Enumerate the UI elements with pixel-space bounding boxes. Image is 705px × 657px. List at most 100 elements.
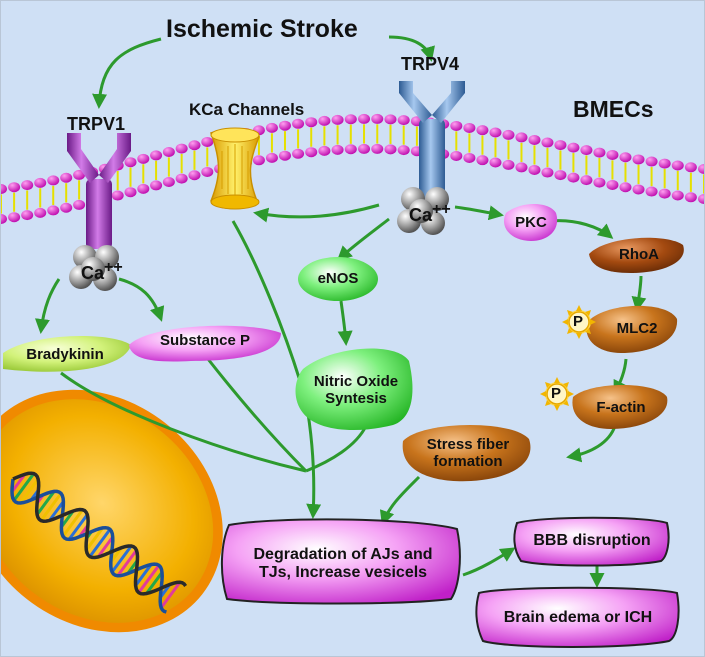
dna-rung bbox=[85, 527, 104, 551]
lipid-head bbox=[515, 132, 528, 143]
trpv4-receptor bbox=[399, 81, 465, 199]
lipid-head bbox=[528, 134, 541, 145]
lipid-head bbox=[593, 177, 606, 188]
dna-rung bbox=[134, 563, 153, 587]
arrow-ca-to-enos bbox=[336, 217, 390, 262]
lipid-head bbox=[476, 155, 489, 166]
lipid-head bbox=[358, 143, 371, 154]
lipid-head bbox=[698, 164, 704, 174]
stress-fiber-line2: formation bbox=[433, 453, 503, 470]
calcium-trpv1-label: Ca++ bbox=[81, 259, 123, 284]
lipid-head bbox=[632, 184, 645, 195]
lipid-head bbox=[671, 190, 684, 201]
bbb-shape bbox=[513, 516, 670, 567]
lipid-head bbox=[150, 150, 163, 161]
lipid-head bbox=[188, 170, 201, 181]
lipid-head bbox=[111, 190, 124, 201]
dna-strand bbox=[12, 471, 188, 596]
lipid-head bbox=[658, 188, 671, 199]
lipid-head bbox=[463, 152, 476, 163]
lipid-head bbox=[292, 118, 305, 129]
lipid-head bbox=[371, 143, 384, 154]
lipid-head bbox=[265, 122, 278, 133]
lipid-head bbox=[384, 144, 397, 155]
lipid-head bbox=[476, 125, 489, 136]
lipid-head bbox=[124, 187, 137, 198]
rhoa-shape bbox=[589, 237, 684, 273]
arrow-factin-to-stress bbox=[566, 425, 617, 463]
enos-shape bbox=[298, 257, 378, 301]
dna-rung bbox=[159, 581, 182, 609]
lipid-head bbox=[528, 164, 541, 175]
arrow-ca-to-pkc bbox=[454, 205, 504, 221]
rhoa-node: RhoA bbox=[619, 246, 659, 264]
lipid-head bbox=[541, 167, 554, 178]
lipid-head bbox=[384, 114, 397, 125]
lipid-head bbox=[619, 182, 632, 193]
arrow-stress-to-degradation bbox=[379, 475, 421, 526]
lipid-head bbox=[60, 202, 73, 213]
lipid-head bbox=[162, 176, 175, 187]
calcium-trpv4-label: Ca++ bbox=[409, 201, 451, 226]
lipid-head bbox=[567, 172, 580, 183]
lipid-head bbox=[73, 169, 86, 180]
arrow-ca-to-substancep bbox=[118, 277, 165, 322]
dna-strand bbox=[10, 478, 167, 614]
lipid-head bbox=[201, 136, 214, 147]
lipid-head bbox=[137, 183, 150, 194]
lipid-head bbox=[21, 180, 34, 191]
phosphate-mlc2: P bbox=[573, 313, 584, 330]
lipid-head bbox=[684, 192, 697, 203]
lipid-head bbox=[606, 149, 619, 160]
arrow-stroke-to-trpv1 bbox=[92, 37, 162, 109]
dna-rung bbox=[137, 564, 161, 594]
bradykinin-shape bbox=[3, 335, 131, 372]
dna-rung bbox=[110, 545, 133, 573]
arrow-pkc-to-rhoa bbox=[550, 219, 614, 239]
lipid-head bbox=[318, 115, 331, 126]
lipid-head bbox=[60, 172, 73, 183]
stress-fiber-shape bbox=[402, 424, 531, 482]
lipid-head bbox=[8, 182, 21, 193]
lipid-head bbox=[658, 158, 671, 169]
dna-rung bbox=[61, 508, 84, 538]
nitric-oxide-line2: Syntesis bbox=[325, 390, 387, 407]
lipid-head bbox=[619, 152, 632, 163]
pathway-lines bbox=[60, 358, 368, 473]
pkc-shape bbox=[503, 204, 558, 241]
trpv1-label: TRPV1 bbox=[67, 114, 126, 134]
lipid-head bbox=[645, 156, 658, 167]
lipid-head bbox=[515, 162, 528, 173]
lipid-head bbox=[397, 145, 410, 156]
arrow-ca-to-bradykinin bbox=[34, 278, 61, 334]
lipid-head bbox=[188, 140, 201, 151]
nitric-oxide-shape bbox=[295, 348, 413, 430]
factin-shape bbox=[572, 385, 668, 429]
lipid-head bbox=[344, 114, 357, 125]
lipid-head bbox=[541, 137, 554, 148]
lipid-head bbox=[489, 127, 502, 138]
bradykinin-node: Bradykinin bbox=[26, 346, 104, 364]
lipid-head bbox=[21, 210, 34, 221]
lipid-head bbox=[1, 214, 7, 224]
degradation-shape bbox=[220, 518, 461, 605]
lipid-head bbox=[34, 207, 47, 218]
edema-node: Brain edema or ICH bbox=[503, 608, 653, 626]
lipid-head bbox=[305, 117, 318, 128]
dna-rung bbox=[48, 500, 65, 522]
lipid-head bbox=[47, 205, 60, 216]
lipid-head bbox=[606, 179, 619, 190]
lipid-head bbox=[278, 120, 291, 131]
dna-rung bbox=[88, 528, 112, 558]
lipid-head bbox=[580, 145, 593, 156]
dna-rung bbox=[35, 490, 56, 516]
lipid-head bbox=[554, 140, 567, 151]
lipid-head bbox=[502, 129, 515, 140]
arrow-stroke-to-trpv4 bbox=[388, 35, 435, 62]
phosphate-factin: P bbox=[551, 385, 562, 402]
lipid-head bbox=[331, 144, 344, 155]
lipid-head bbox=[137, 153, 150, 164]
lipid-head bbox=[278, 150, 291, 161]
lipid-head bbox=[318, 145, 331, 156]
stress-fiber-line1: Stress fiber bbox=[426, 435, 510, 453]
